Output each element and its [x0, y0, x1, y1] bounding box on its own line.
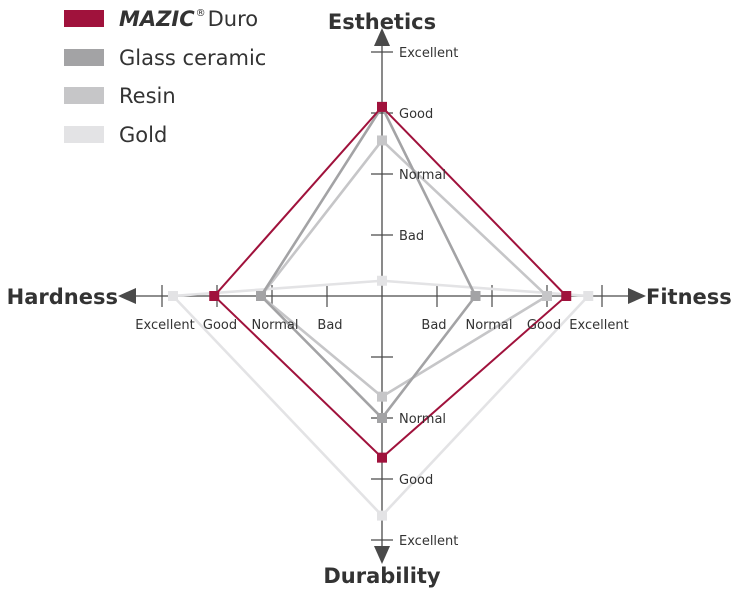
series-marker-3-hardness	[168, 291, 178, 301]
tick-label-esthetics: Normal	[399, 168, 446, 183]
series-marker-2-durability	[377, 391, 387, 402]
legend-label: Glass ceramic	[119, 45, 267, 70]
series-marker-2-esthetics	[377, 135, 387, 146]
series-marker-0-durability	[377, 452, 387, 463]
tick-label-hardness: Good	[203, 318, 237, 333]
axis-arrow-esthetics	[374, 28, 390, 46]
tick-label-fitness: Normal	[465, 318, 512, 333]
tick-label-durability: Good	[399, 473, 433, 488]
legend-label: MAZIC®Duro	[119, 6, 258, 37]
axis-title-hardness: Hardness	[7, 285, 118, 309]
tick-label-esthetics: Good	[399, 107, 433, 122]
series-marker-0-esthetics	[377, 101, 387, 112]
series-marker-0-fitness	[561, 291, 572, 301]
axis-arrow-fitness	[628, 288, 646, 304]
tick-label-esthetics: Bad	[399, 229, 424, 244]
tick-label-hardness: Normal	[251, 318, 298, 333]
tick-label-durability: Excellent	[399, 534, 458, 549]
legend-brand: MAZIC	[119, 7, 195, 31]
axis-title-fitness: Fitness	[646, 285, 732, 309]
legend-brand-mark: ®	[195, 8, 206, 19]
axis-title-durability: Durability	[323, 564, 441, 588]
series-marker-0-hardness	[209, 291, 220, 301]
legend-swatch	[64, 87, 104, 104]
axis-title-esthetics: Esthetics	[328, 10, 436, 34]
series-marker-1-fitness	[470, 291, 481, 301]
legend-brand-suffix: Duro	[207, 7, 259, 31]
tick-label-esthetics: Excellent	[399, 46, 458, 61]
legend-swatch	[64, 10, 104, 27]
tick-label-fitness: Excellent	[569, 318, 628, 333]
series-marker-3-esthetics	[377, 275, 387, 286]
series-marker-2-fitness	[542, 291, 552, 301]
tick-label-hardness: Excellent	[135, 318, 194, 333]
legend-label: Gold	[119, 122, 168, 147]
axis-arrow-hardness	[118, 288, 136, 304]
tick-label-fitness: Bad	[421, 318, 446, 333]
tick-label-durability: Normal	[399, 412, 446, 427]
legend-swatch	[64, 48, 104, 66]
tick-label-fitness: Good	[527, 318, 561, 333]
series-marker-1-hardness	[256, 291, 266, 301]
legend-swatch	[64, 125, 104, 143]
axis-arrow-durability	[374, 546, 390, 564]
series-marker-1-durability	[377, 413, 387, 423]
tick-label-hardness: Bad	[317, 318, 342, 333]
series-marker-3-fitness	[583, 291, 594, 301]
legend-label: Resin	[119, 84, 176, 108]
series-marker-3-durability	[377, 510, 387, 521]
